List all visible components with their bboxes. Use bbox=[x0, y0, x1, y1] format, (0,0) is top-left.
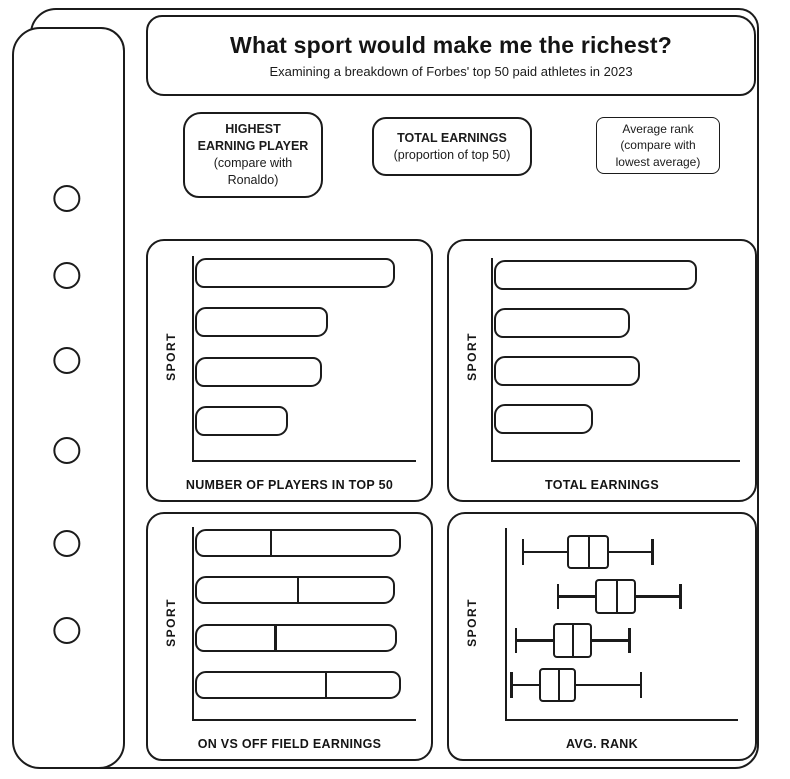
kpi-highest-earning-player: HIGHEST EARNING PLAYER (compare with Ron… bbox=[183, 112, 323, 198]
y-axis-label-text: SPORT bbox=[164, 598, 178, 647]
median-line bbox=[587, 534, 591, 570]
bar bbox=[195, 307, 329, 338]
median-line bbox=[615, 579, 619, 614]
iqr-box bbox=[539, 667, 577, 703]
y-axis-label-text: SPORT bbox=[465, 598, 479, 647]
stacked-bar bbox=[195, 529, 402, 557]
y-axis-label: SPORT bbox=[455, 251, 489, 462]
x-axis-label: ON VS OFF FIELD EARNINGS bbox=[197, 737, 382, 751]
boxplot bbox=[507, 665, 738, 705]
x-axis-label: TOTAL EARNINGS bbox=[545, 478, 659, 492]
bar bbox=[494, 308, 630, 338]
whisker-cap-low bbox=[514, 627, 518, 654]
bar bbox=[195, 356, 322, 387]
whisker-cap-high bbox=[639, 672, 643, 698]
kpi-note: (proportion of top 50) bbox=[393, 147, 511, 162]
page-header: What sport would make me the richest? Ex… bbox=[146, 15, 756, 96]
iqr-box bbox=[567, 534, 609, 570]
kpi-title: HIGHEST EARNING PLAYER bbox=[197, 122, 309, 154]
bar-chart-plot bbox=[491, 258, 740, 462]
sidebar-nav-dot[interactable] bbox=[52, 530, 80, 557]
boxplot bbox=[507, 532, 738, 572]
bar-split-line bbox=[324, 671, 328, 698]
chart-panel-players-in-top50: SPORT NUMBER OF PLAYERS IN TOP 50 bbox=[146, 239, 433, 502]
boxplot bbox=[507, 576, 738, 616]
bar bbox=[494, 404, 593, 434]
whisker-cap-low bbox=[521, 539, 525, 565]
kpi-note: (compare with lowest average) bbox=[615, 138, 701, 169]
stacked-bar bbox=[195, 576, 395, 605]
bar-split-line bbox=[296, 577, 300, 604]
bar-split-line bbox=[274, 624, 277, 651]
kpi-title: Average rank bbox=[622, 122, 694, 137]
bar-chart-plot bbox=[192, 256, 416, 462]
y-axis-label-text: SPORT bbox=[164, 332, 178, 381]
chart-panel-avg-rank: SPORT AVG. RANK bbox=[447, 512, 757, 761]
median-line bbox=[571, 623, 575, 658]
bar bbox=[195, 405, 289, 436]
whisker-cap-high bbox=[628, 627, 631, 654]
median-line bbox=[557, 667, 561, 703]
boxplot bbox=[507, 621, 738, 661]
whisker-cap-low bbox=[556, 583, 560, 610]
bar bbox=[195, 258, 395, 288]
sidebar bbox=[12, 27, 125, 769]
page-subtitle: Examining a breakdown of Forbes' top 50 … bbox=[269, 64, 633, 79]
kpi-total-earnings: TOTAL EARNINGS (proportion of top 50) bbox=[372, 117, 532, 176]
y-axis-label-text: SPORT bbox=[465, 332, 479, 381]
x-axis-label: NUMBER OF PLAYERS IN TOP 50 bbox=[185, 478, 394, 492]
stacked-bar-chart-plot bbox=[192, 527, 416, 721]
sidebar-nav-dot[interactable] bbox=[52, 185, 80, 212]
kpi-note: (compare with Ronaldo) bbox=[213, 156, 293, 187]
whisker-cap-high bbox=[651, 539, 654, 565]
y-axis-label: SPORT bbox=[154, 524, 188, 721]
whisker-cap-high bbox=[679, 583, 682, 610]
stacked-bar bbox=[195, 623, 398, 652]
chart-panel-on-vs-off-field: SPORT ON VS OFF FIELD EARNINGS bbox=[146, 512, 433, 761]
kpi-title: TOTAL EARNINGS bbox=[397, 130, 507, 145]
sidebar-nav-dot[interactable] bbox=[52, 347, 80, 374]
page-title: What sport would make me the richest? bbox=[230, 32, 672, 58]
sidebar-nav-dot[interactable] bbox=[52, 437, 80, 464]
whisker-cap-low bbox=[510, 672, 513, 698]
sidebar-nav-dot[interactable] bbox=[52, 617, 80, 644]
stacked-bar bbox=[195, 670, 402, 699]
bar bbox=[494, 356, 640, 386]
sidebar-nav-dot[interactable] bbox=[52, 262, 80, 289]
iqr-box bbox=[594, 579, 637, 614]
y-axis-label: SPORT bbox=[154, 251, 188, 462]
y-axis-label: SPORT bbox=[455, 524, 489, 721]
whisker-line bbox=[511, 683, 641, 687]
bar-split-line bbox=[269, 530, 273, 556]
boxplot-chart-plot bbox=[505, 528, 738, 721]
x-axis-label: AVG. RANK bbox=[566, 737, 638, 751]
bar bbox=[494, 260, 697, 290]
chart-panel-total-earnings: SPORT TOTAL EARNINGS bbox=[447, 239, 757, 502]
kpi-average-rank: Average rank (compare with lowest averag… bbox=[596, 117, 720, 174]
